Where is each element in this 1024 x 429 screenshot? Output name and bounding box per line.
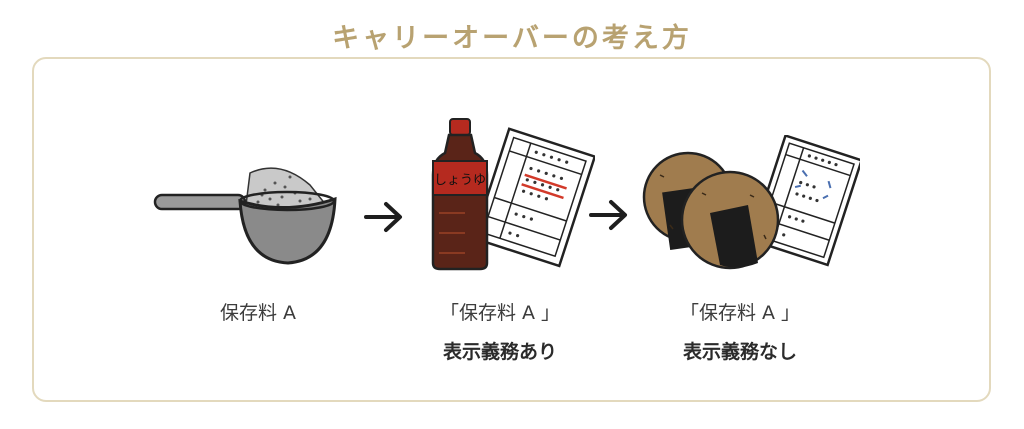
step-2-line2: 表示義務あり xyxy=(442,341,557,363)
diagram-title: キャリーオーバーの考え方 xyxy=(332,23,692,54)
step-1-line1: 保存料 A xyxy=(219,302,297,324)
diagram-frame xyxy=(32,57,991,402)
rice-balls-icon xyxy=(642,135,860,270)
soy-sauce-bottle-icon: しょうゆ xyxy=(431,118,595,271)
step-1-label: 保存料 A xyxy=(148,298,368,325)
measuring-scoop-icon xyxy=(153,167,337,265)
step-2-line1: 「保存料 A 」 xyxy=(439,302,561,324)
step-2-label: 「保存料 A 」 表示義務あり xyxy=(390,298,610,364)
step-3-line2: 表示義務なし xyxy=(682,341,797,363)
step-3-label: 「保存料 A 」 表示義務なし xyxy=(630,298,850,364)
arrow-right-icon xyxy=(589,200,627,230)
arrow-right-icon xyxy=(364,202,402,232)
step-3-line1: 「保存料 A 」 xyxy=(679,302,801,324)
bottle-label-text: しょうゆ xyxy=(434,173,486,188)
